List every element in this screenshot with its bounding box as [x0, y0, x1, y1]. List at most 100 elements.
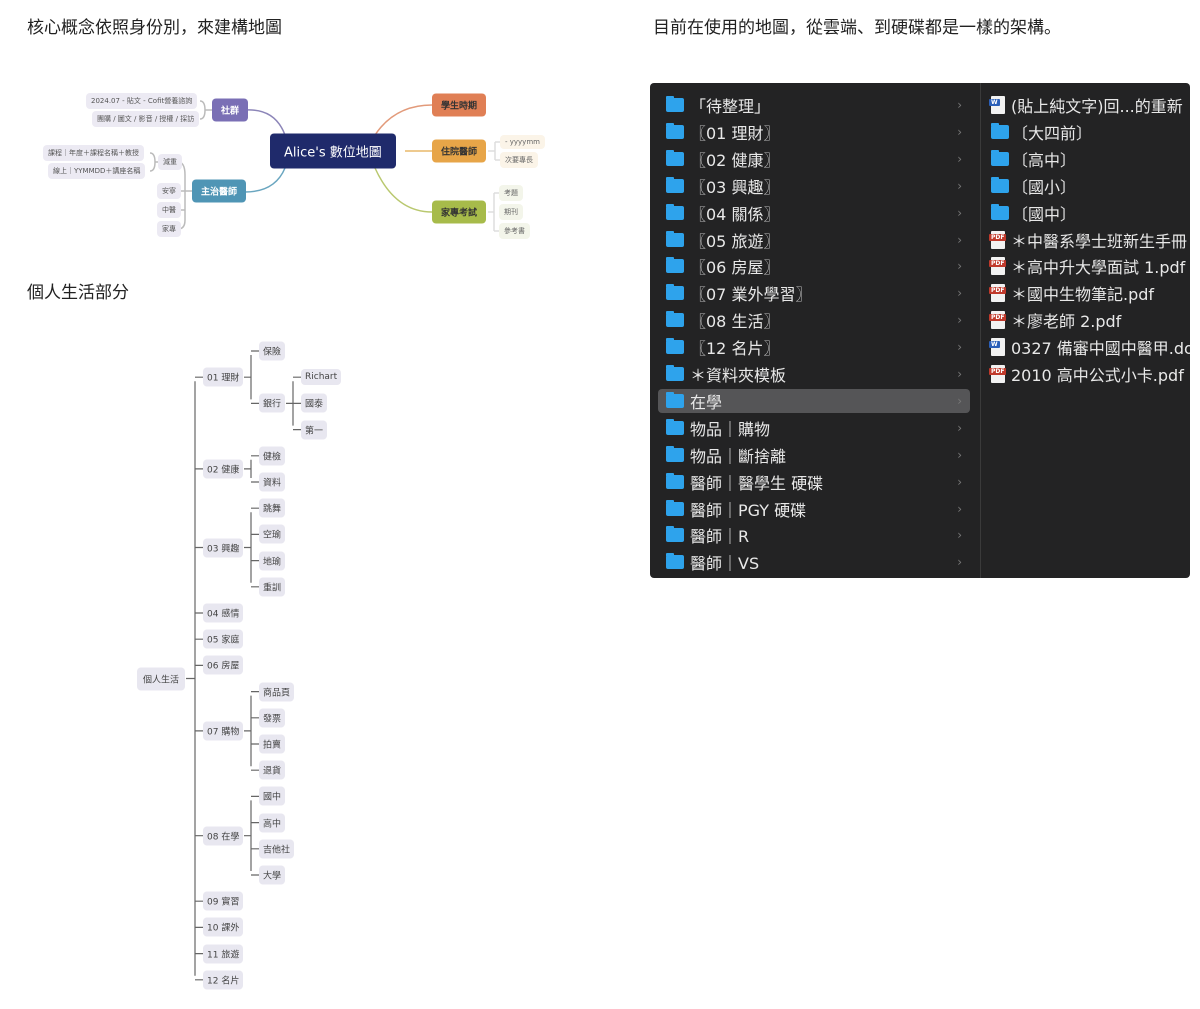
tree-node: 09 實習	[203, 891, 244, 911]
pdf-document-icon: PDF	[989, 257, 1007, 276]
finder-item-row[interactable]: PDF ＊國中生物筆記.pdf	[989, 281, 1190, 305]
tree-node: 第一	[301, 420, 328, 440]
word-document-icon: W	[989, 338, 1005, 357]
node-social: 社群	[212, 98, 249, 122]
node-weight-item: 課程｜年度＋課程名稱＋教授	[43, 145, 144, 161]
folder-icon	[666, 472, 684, 489]
finder-folder-row[interactable]: 「待整理」›	[658, 93, 970, 117]
finder-folder-row[interactable]: 〖12 名片〗 ›	[658, 335, 970, 359]
file-name: 〔大四前〕	[1012, 123, 1093, 143]
tree-node: 08 在學	[203, 826, 244, 846]
folder-icon	[666, 499, 684, 516]
pdf-document-icon: PDF	[989, 311, 1007, 330]
tree-connector	[244, 455, 259, 483]
folder-icon	[666, 338, 684, 355]
chevron-right-icon: ›	[957, 555, 962, 570]
chevron-right-icon: ›	[957, 474, 962, 489]
finder-folder-row[interactable]: 〖06 房屋〗 ›	[658, 254, 970, 278]
finder-folder-row[interactable]: 〖08 生活〗 ›	[658, 308, 970, 332]
file-name: 〔國小〕	[1012, 177, 1077, 197]
finder-folder-row[interactable]: 物品｜斷捨離›	[658, 443, 970, 467]
tree-node: 11 旅遊	[203, 944, 244, 964]
finder-folder-row[interactable]: 〖01 理財〗›	[658, 120, 970, 144]
tree-node: 商品頁	[259, 682, 295, 702]
folder-name: 〖12 名片〗	[690, 339, 780, 359]
finder-folder-row[interactable]: 物品｜購物›	[658, 416, 970, 440]
finder-item-row[interactable]: W(貼上純文字)回...的重新	[989, 93, 1190, 117]
node-weight: 減重	[158, 154, 182, 170]
node-exam-item: 考題	[499, 185, 523, 201]
folder-icon	[666, 418, 684, 435]
folder-icon	[666, 149, 684, 166]
tree-node: 國泰	[301, 393, 328, 413]
chevron-right-icon: ›	[957, 340, 962, 355]
finder-folder-row[interactable]: 〖05 旅遊〗›	[658, 228, 970, 252]
tree-node: 02 健康	[203, 459, 244, 479]
tree-connector	[244, 507, 259, 588]
tree-connector	[244, 691, 259, 771]
finder-column-1[interactable]: 「待整理」›〖01 理財〗›〖02 健康〗›〖03 興趣〗›〖04 關係〗›〖0…	[650, 83, 981, 578]
finder-item-row[interactable]: PDF ＊中醫系學士班新生手冊	[989, 228, 1190, 252]
tree-node: 10 課外	[203, 917, 244, 937]
chevron-right-icon: ›	[957, 313, 962, 328]
chevron-right-icon: ›	[957, 501, 962, 516]
finder-folder-row[interactable]: 〖04 關係〗›	[658, 201, 970, 225]
node-social-item: 團購 / 圖文 / 影音 / 授權 / 採訪	[92, 111, 200, 127]
tree-node: 高中	[259, 813, 286, 833]
file-name: ＊高中升大學面試 1.pdf	[1011, 258, 1186, 278]
chevron-right-icon: ›	[957, 528, 962, 543]
word-document-icon: W	[989, 96, 1005, 114]
folder-icon	[666, 526, 684, 543]
folder-icon	[666, 203, 684, 220]
file-name: 0327 備審中國中醫甲.docx	[1011, 339, 1190, 359]
finder-item-row[interactable]: PDF ＊廖老師 2.pdf	[989, 308, 1190, 332]
folder-name: 醫師｜VS	[690, 554, 760, 574]
folder-name: 〖06 房屋〗	[690, 258, 780, 278]
tree-connector	[244, 795, 259, 876]
pdf-document-icon: PDF	[989, 284, 1007, 303]
finder-item-row[interactable]: PDF ＊高中升大學面試 1.pdf	[989, 254, 1190, 278]
folder-icon	[666, 96, 684, 112]
tree-connector	[286, 376, 301, 431]
finder-folder-row[interactable]: 〖02 健康〗›	[658, 147, 970, 171]
finder-column-2[interactable]: W(貼上純文字)回...的重新〔大四前〕〔高中〕〔國小〕〔國中〕 PDF ＊中醫系…	[981, 83, 1190, 578]
finder-folder-row[interactable]: 醫師｜PGY 硬碟›	[658, 497, 970, 521]
chevron-right-icon: ›	[957, 447, 962, 462]
folder-name: 〖02 健康〗	[690, 150, 780, 170]
finder-item-row[interactable]: 〔大四前〕	[989, 120, 1190, 144]
tree-node: 01 理財	[203, 367, 244, 387]
tree-node: 拍賣	[259, 734, 286, 754]
chevron-right-icon: ›	[957, 178, 962, 193]
chevron-right-icon: ›	[957, 259, 962, 274]
folder-name: 〖07 業外學習〗	[690, 285, 812, 305]
finder-item-row[interactable]: W 0327 備審中國中醫甲.docx	[989, 335, 1190, 359]
finder-folder-row[interactable]: 在學›	[658, 388, 970, 413]
finder-item-row[interactable]: 〔高中〕	[989, 147, 1190, 171]
folder-icon	[666, 122, 684, 139]
finder-item-row[interactable]: 〔國中〕	[989, 201, 1190, 225]
folder-name: 醫師｜R	[690, 527, 750, 547]
chevron-right-icon: ›	[957, 393, 962, 408]
finder-folder-row[interactable]: 〖07 業外學習〗›	[658, 281, 970, 305]
file-name: ＊國中生物筆記.pdf	[1011, 285, 1155, 305]
finder-folder-row[interactable]: ＊資料夾模板›	[658, 362, 970, 386]
pdf-document-icon: PDF	[989, 230, 1007, 249]
folder-name: 〖03 興趣〗	[690, 177, 780, 197]
chevron-right-icon: ›	[957, 205, 962, 220]
caption-current-map: 目前在使用的地圖，從雲端、到硬碟都是一樣的架構。	[653, 18, 1061, 38]
finder-folder-row[interactable]: 〖03 興趣〗 ›	[658, 174, 970, 198]
tree-node: 07 購物	[203, 721, 244, 741]
tree-node: 05 家庭	[203, 629, 244, 649]
node-doctor-item: 中醫	[157, 202, 181, 218]
finder-item-row[interactable]: 〔國小〕	[989, 174, 1190, 198]
finder-folder-row[interactable]: 醫師｜醫學生 硬碟›	[658, 470, 970, 494]
folder-icon	[991, 203, 1009, 220]
tree-node: 發票	[259, 708, 286, 728]
folder-name: 〖08 生活〗	[690, 312, 780, 332]
tree-node: 吉他社	[259, 839, 295, 859]
pdf-document-icon: PDF	[989, 365, 1007, 383]
folder-icon	[991, 149, 1009, 166]
finder-folder-row[interactable]: 醫師｜VS ›	[658, 550, 970, 574]
finder-folder-row[interactable]: 醫師｜R ›	[658, 523, 970, 547]
